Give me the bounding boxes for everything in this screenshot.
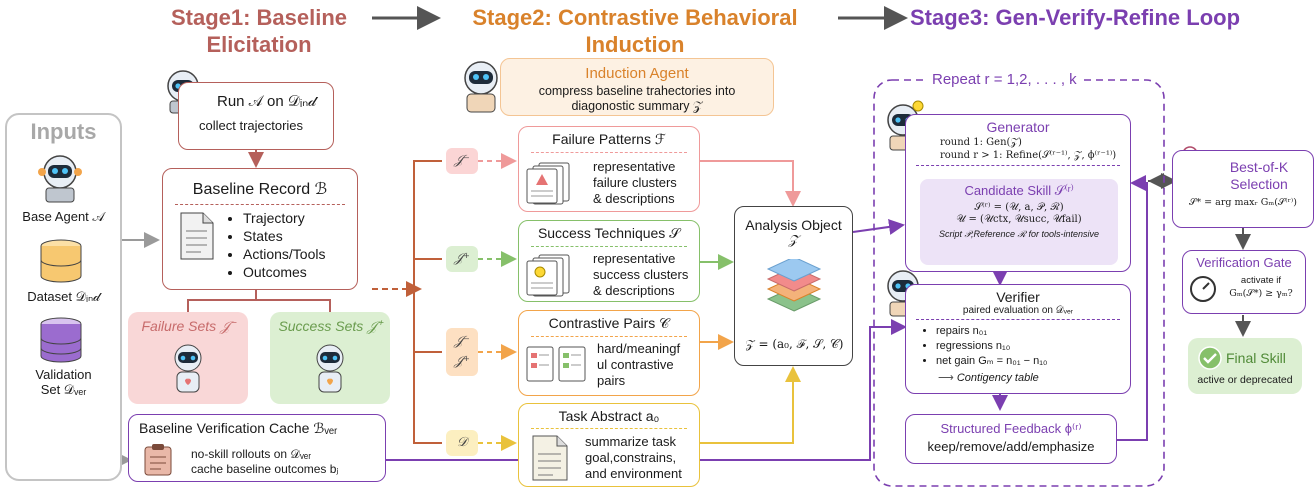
stage1-title: Stage1: Baseline Elicitation <box>170 5 348 57</box>
success-docs-icon <box>526 254 570 297</box>
analysis-object-z: 𝒵 <box>788 233 799 248</box>
failure-robot-icon <box>174 344 202 393</box>
verifier-item: net gain Gₘ = n₀₁ − n₁₀ <box>936 354 1130 369</box>
validation-set-label: Validation Set 𝒟ᵥₑᵣ <box>35 367 92 397</box>
layers-icon <box>766 259 822 312</box>
clipboard-icon <box>144 444 172 476</box>
repeat-label: Repeat r = 1,2, . . . , k <box>926 71 1083 88</box>
contingency-table-label: Contigency table <box>956 372 1039 384</box>
tag-contrastive-failure: 𝒥⁻ <box>454 334 470 349</box>
best-of-k-formula: 𝒮* = arg maxᵣ Gₘ(𝒮⁽ʳ⁾) <box>1189 197 1297 208</box>
failure-patterns-title: Failure Patterns ℱ <box>552 131 666 147</box>
task-abstract-desc: summarize task goal,constrains, and envi… <box>585 434 682 481</box>
analysis-object-box: Analysis Object 𝒵 𝒵 = (a₀, ℱ, 𝒮, 𝒞) <box>734 206 853 366</box>
final-skill-title: Final Skill <box>1226 350 1286 366</box>
success-techniques-title: Success Techniques 𝒮 <box>537 225 681 241</box>
candidate-skill-u: 𝒰 = (𝒰ctx, 𝒰succ, 𝒰fail) <box>956 214 1082 225</box>
verification-gate-line2: Gₘ(𝒮*) ≥ γₘ? <box>1229 288 1293 299</box>
run-subtitle: collect trajectories <box>199 118 304 133</box>
verifier-list: repairs n₀₁ regressions n₁₀ net gain Gₘ … <box>918 324 1130 369</box>
baseline-record-box: Baseline Record ℬ Trajectory States Acti… <box>162 168 358 290</box>
baseline-record-list: Trajectory States Actions/Tools Outcomes <box>225 209 325 281</box>
tag-contrastive: 𝒥⁻ 𝒥⁺ <box>446 328 478 376</box>
feedback-subtitle: keep/remove/add/emphasize <box>927 439 1095 454</box>
success-robot-icon <box>316 344 344 393</box>
verifier-title: Verifier <box>996 289 1040 305</box>
best-of-k-box: Best-of-K Selection 𝒮* = arg maxᵣ Gₘ(𝒮⁽ʳ… <box>1172 150 1314 228</box>
candidate-skill-title: Candidate Skill 𝒮⁽ʳ⁾ <box>964 183 1074 198</box>
failure-patterns-desc: representative failure clusters & descri… <box>593 159 677 206</box>
verifier-subtitle: paired evaluation on 𝒟ᵥₑᵣ <box>962 305 1074 316</box>
generator-box: Generator round 1: Gen(𝒵) round r > 1: R… <box>905 114 1131 272</box>
stage2-title: Stage2: Contrastive Behavioral Induction <box>472 5 798 57</box>
run-title: Run 𝒜 on 𝒟ᵢₙ𝒹 <box>217 93 316 110</box>
tag-contrastive-success: 𝒥⁺ <box>454 354 470 369</box>
success-techniques-desc: representative success clusters & descri… <box>593 251 689 298</box>
candidate-skill-box: Candidate Skill 𝒮⁽ʳ⁾ 𝒮⁽ʳ⁾ = (𝒰, a, 𝒫, ℛ)… <box>920 179 1118 265</box>
verification-gate-line1: activate if <box>1240 275 1282 286</box>
validation-set-icon <box>40 317 82 363</box>
contrastive-pairs-title: Contrastive Pairs 𝒞 <box>548 315 670 331</box>
success-sets-label: Success Sets 𝒥⁺ <box>278 318 382 334</box>
failure-sets-box: Failure Sets 𝒥⁻ <box>128 312 248 404</box>
candidate-skill-note: Script 𝒫,Reference ℛ for tools-intensive <box>939 229 1099 239</box>
contrastive-pairs-box: Contrastive Pairs 𝒞 hard/meaningf ul con… <box>518 310 700 396</box>
feedback-title: Structured Feedback ϕ⁽ʳ⁾ <box>940 421 1082 436</box>
baseline-cache-box: Baseline Verification Cache ℬᵥₑᵣ no-skil… <box>128 414 386 482</box>
gauge-icon <box>1190 276 1216 302</box>
induction-agent-box: Induction Agent compress baseline trahec… <box>500 58 774 116</box>
stage3-title: Stage3: Gen-Verify-Refine Loop <box>909 5 1241 30</box>
baseline-record-item: Trajectory <box>243 209 325 227</box>
base-agent-robot-icon <box>38 155 82 203</box>
baseline-record-item: Actions/Tools <box>243 245 325 263</box>
induction-robot-icon <box>464 61 498 113</box>
verifier-item: regressions n₁₀ <box>936 339 1130 354</box>
best-of-k-title: Best-of-K Selection <box>1229 159 1289 192</box>
candidate-skill-def: 𝒮⁽ʳ⁾ = (𝒰, a, 𝒫, ℛ) <box>974 202 1064 213</box>
run-box: Run 𝒜 on 𝒟ᵢₙ𝒹 collect trajectories <box>178 82 334 150</box>
base-agent-label: Base Agent 𝒜 <box>22 209 105 224</box>
dataset-label: Dataset 𝒟ᵢₙ𝒹 <box>27 289 100 304</box>
baseline-record-item: Outcomes <box>243 263 325 281</box>
task-abstract-box: Task Abstract a₀ summarize task goal,con… <box>518 403 700 487</box>
inputs-title: Inputs <box>30 119 97 144</box>
baseline-cache-line2: cache baseline outcomes bⱼ <box>191 462 339 476</box>
baseline-cache-title: Baseline Verification Cache ℬᵥₑᵣ <box>139 420 338 436</box>
success-sets-box: Success Sets 𝒥⁺ <box>270 312 390 404</box>
verification-gate-title: Verification Gate <box>1196 255 1292 270</box>
failure-patterns-box: Failure Patterns ℱ representative failur… <box>518 126 700 212</box>
feedback-box: Structured Feedback ϕ⁽ʳ⁾ keep/remove/add… <box>905 414 1117 464</box>
contrastive-docs-icon <box>526 346 586 382</box>
task-abstract-title: Task Abstract a₀ <box>558 408 660 424</box>
failure-docs-icon <box>526 162 570 205</box>
success-techniques-box: Success Techniques 𝒮 representative succ… <box>518 220 700 302</box>
analysis-object-title: Analysis Object <box>745 217 842 233</box>
induction-agent-subtitle: compress baseline trahectories into diag… <box>538 84 736 113</box>
arrow-right-icon: ⟶ <box>938 372 957 384</box>
analysis-object-formula: 𝒵 = (a₀, ℱ, 𝒮, 𝒞) <box>745 337 844 351</box>
failure-sets-label: Failure Sets 𝒥⁻ <box>141 318 235 334</box>
checkmark-icon <box>1198 346 1222 370</box>
task-doc-icon <box>532 435 568 481</box>
tag-dataset: 𝒟 <box>446 430 478 456</box>
final-skill-subtitle: active or deprecated <box>1197 374 1293 386</box>
final-skill-box: Final Skill active or deprecated <box>1188 338 1302 394</box>
baseline-cache-line1: no-skill rollouts on 𝒟ᵥₑᵣ <box>191 447 312 461</box>
generator-round1: round 1: Gen(𝒵) <box>940 137 1022 148</box>
verifier-box: Verifier paired evaluation on 𝒟ᵥₑᵣ repai… <box>905 284 1131 394</box>
tag-success: 𝒥⁺ <box>446 246 478 272</box>
generator-round-r: round r > 1: Refine(𝒮⁽ʳ⁻¹⁾, 𝒵, ϕ⁽ʳ⁻¹⁾) <box>940 150 1117 161</box>
document-icon <box>180 212 214 260</box>
dataset-icon <box>40 239 82 283</box>
verification-gate-box: Verification Gate activate if Gₘ(𝒮*) ≥ γ… <box>1182 250 1306 314</box>
baseline-record-item: States <box>243 227 325 245</box>
baseline-record-title: Baseline Record ℬ <box>192 181 328 198</box>
verifier-table-row: ⟶ Contigency table <box>938 371 1130 384</box>
induction-agent-title: Induction Agent <box>585 65 689 82</box>
verifier-item: repairs n₀₁ <box>936 324 1130 339</box>
generator-title: Generator <box>986 119 1050 135</box>
contrastive-pairs-desc: hard/meaningf ul contrastive pairs <box>597 341 681 388</box>
tag-failure: 𝒥⁻ <box>446 148 478 174</box>
